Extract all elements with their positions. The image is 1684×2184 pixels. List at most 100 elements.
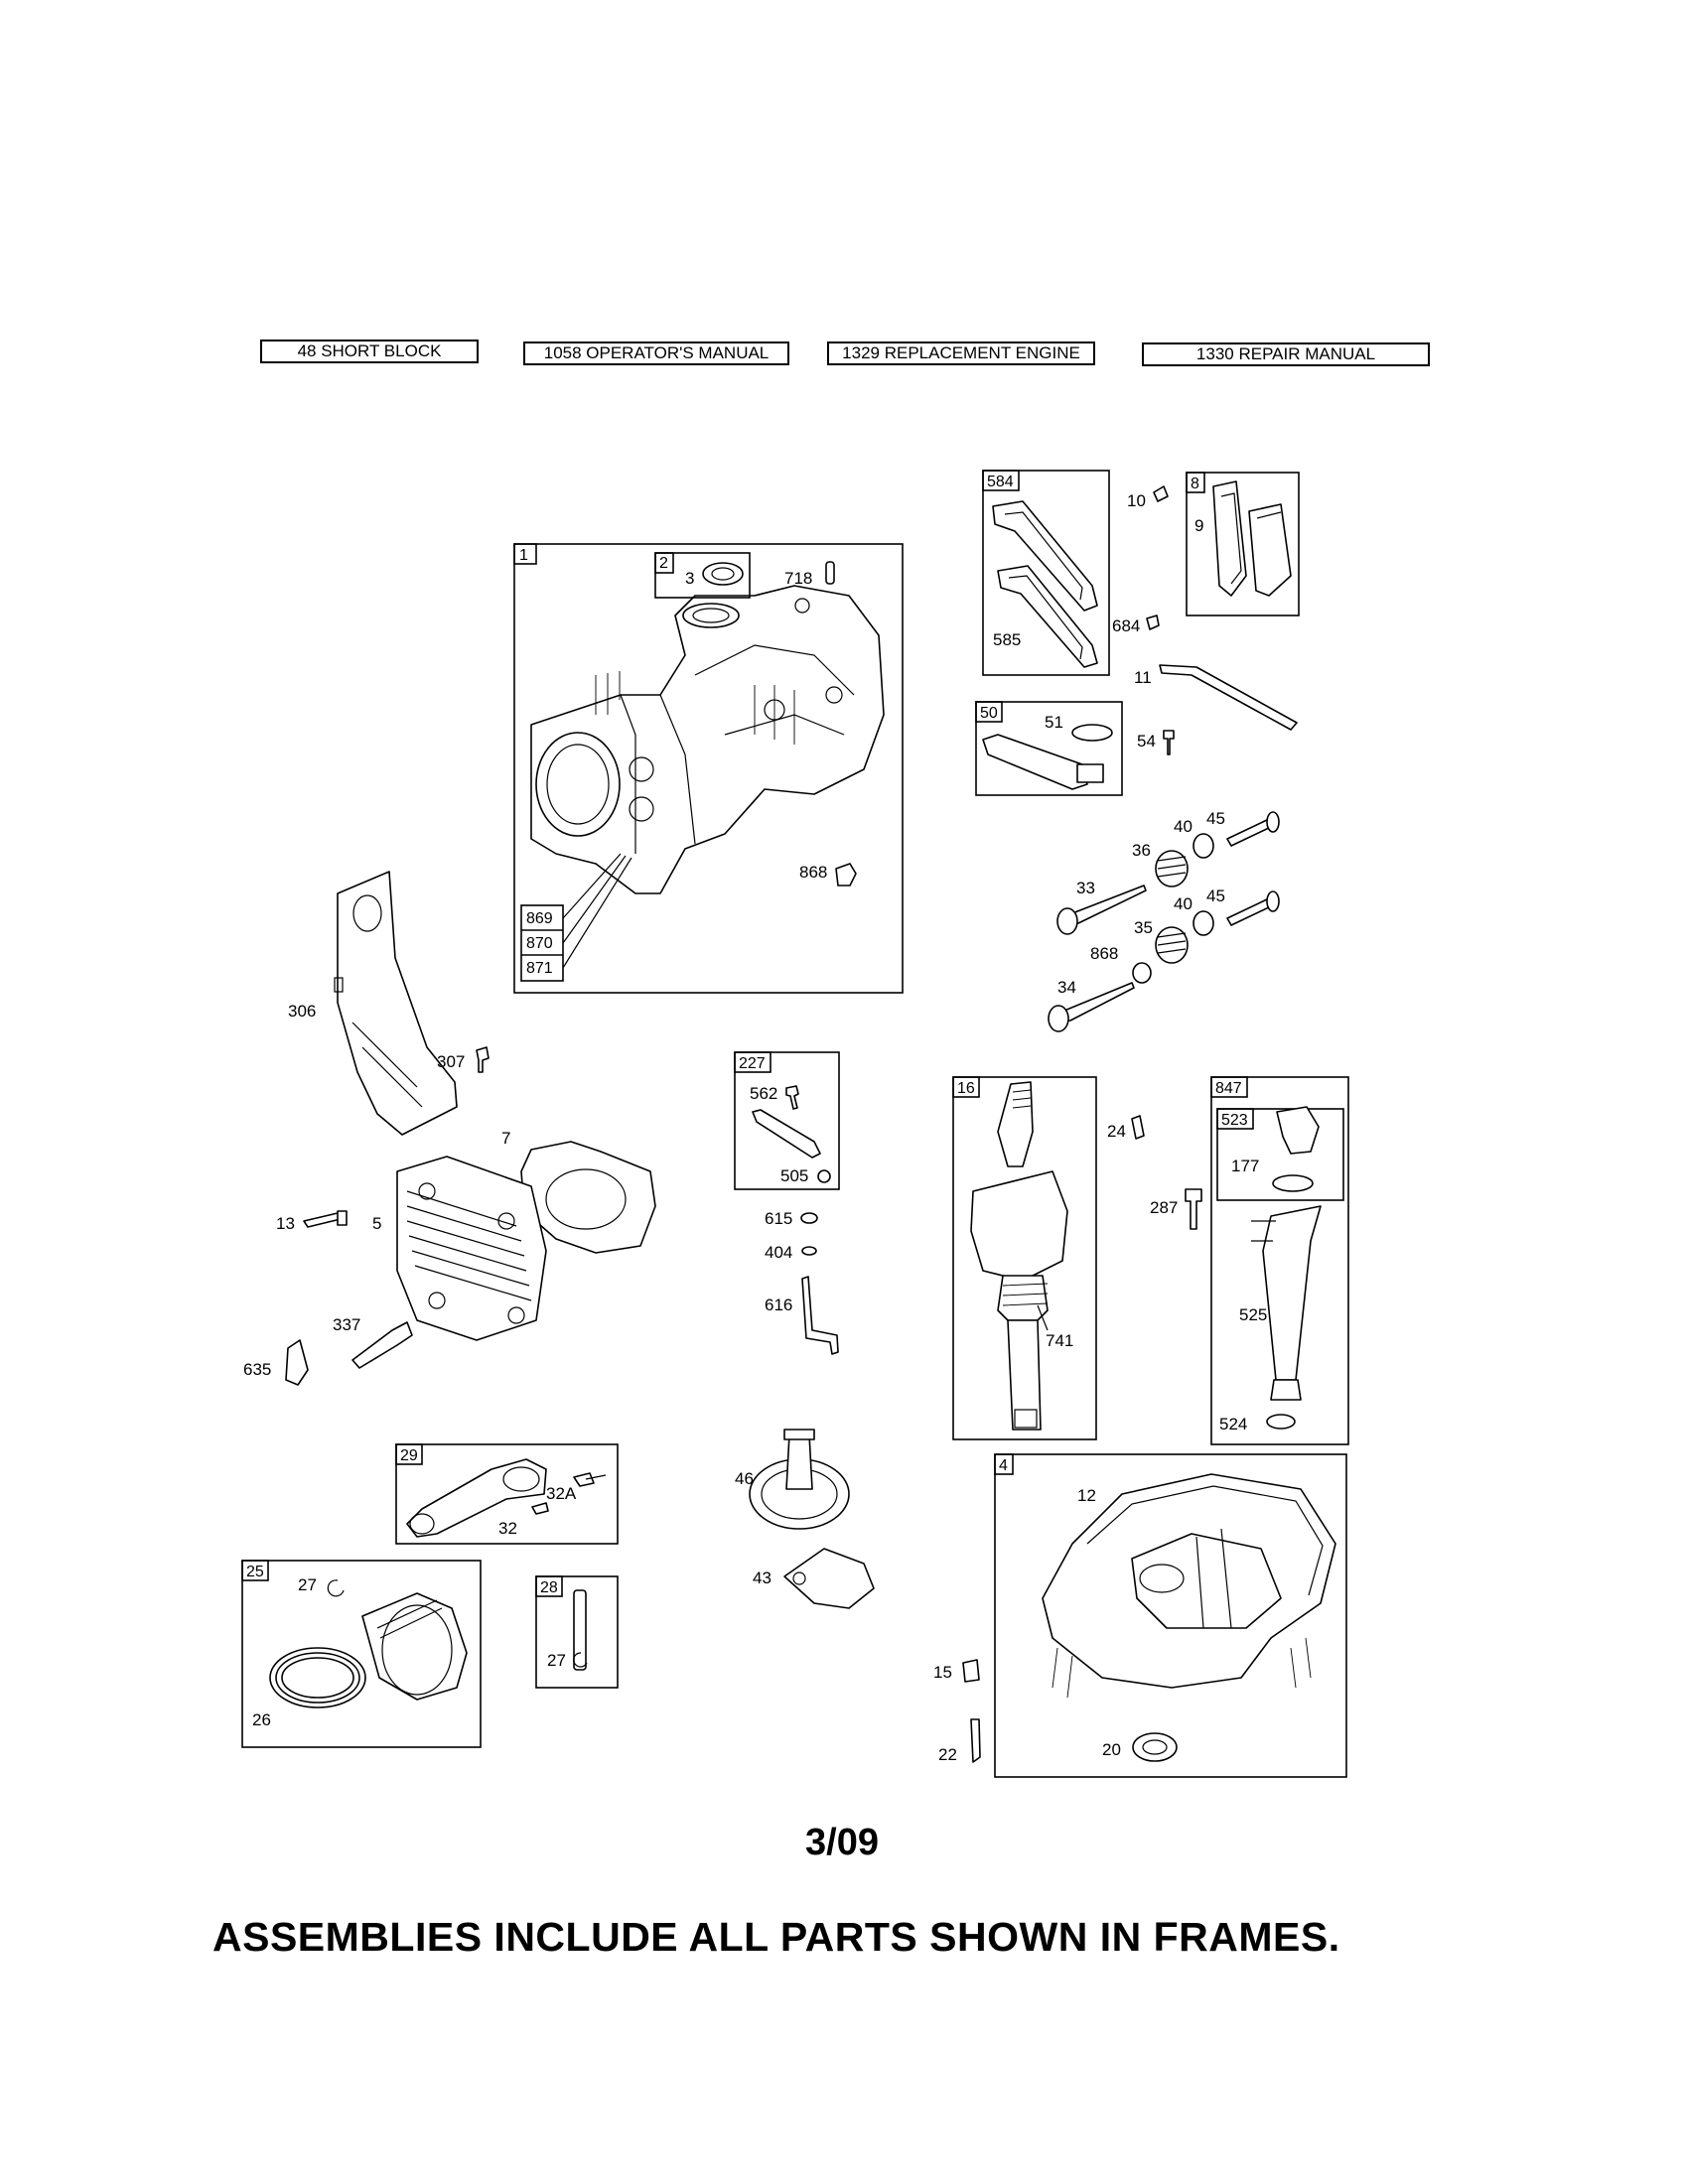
frame-label-227: 227 <box>739 1055 766 1072</box>
callout-306: 306 <box>288 1002 316 1021</box>
screw-part <box>970 1718 981 1763</box>
callout-15: 15 <box>933 1663 952 1682</box>
screw-part <box>476 1046 490 1073</box>
cylinder-block-part <box>530 585 885 894</box>
callout-616: 616 <box>765 1296 792 1314</box>
frame-847-dipstick-assembly[interactable]: 847 523 177 525 524 <box>1210 1076 1349 1445</box>
callout-868: 868 <box>799 863 827 882</box>
callout-27: 27 <box>547 1651 566 1670</box>
frame-4-sump-assembly[interactable]: 4 12 <box>994 1453 1347 1778</box>
frame-25-piston-assembly[interactable]: 25 27 26 <box>241 1560 482 1748</box>
screw-part <box>1153 485 1169 502</box>
air-guide-part <box>337 871 458 1136</box>
callout-505: 505 <box>780 1166 808 1185</box>
bolt-part <box>303 1212 342 1228</box>
camshaft-gear-part <box>749 1429 850 1530</box>
frame-label-4: 4 <box>999 1457 1008 1474</box>
callout-27: 27 <box>298 1575 317 1594</box>
callout-34: 34 <box>1057 978 1076 997</box>
frame-label-870: 870 <box>526 935 553 952</box>
callout-32A: 32A <box>546 1484 577 1503</box>
plug-boot-part <box>285 1339 309 1386</box>
revision-date: 3/09 <box>805 1822 879 1863</box>
frame-label-1: 1 <box>519 547 528 564</box>
frame-28-piston-pin[interactable]: 28 27 <box>535 1575 619 1689</box>
callout-12: 12 <box>1077 1486 1096 1505</box>
frame-50-breather-assembly[interactable]: 50 51 <box>975 701 1123 796</box>
callout-615: 615 <box>765 1209 792 1228</box>
frame-label-28: 28 <box>540 1579 558 1596</box>
callout-11: 11 <box>1134 668 1152 687</box>
repair-manual-link[interactable]: 1330 REPAIR MANUAL <box>1142 342 1430 366</box>
frame-1-cylinder-block[interactable]: 1 2 3 <box>513 543 904 994</box>
callout-32: 32 <box>498 1519 517 1538</box>
replacement-engine-link[interactable]: 1329 REPLACEMENT ENGINE <box>827 341 1095 365</box>
frame-label-29: 29 <box>400 1447 418 1464</box>
frame-584-breather-gaskets[interactable]: 584 585 <box>982 470 1110 676</box>
callout-524: 524 <box>1219 1415 1247 1433</box>
dowel-pin-part <box>825 561 835 585</box>
nut-part <box>800 1212 818 1224</box>
callout-404: 404 <box>765 1243 792 1262</box>
callout-307: 307 <box>437 1052 465 1071</box>
callout-35: 35 <box>1134 918 1153 937</box>
callout-337: 337 <box>333 1315 360 1334</box>
screw-part <box>1146 614 1160 630</box>
frame-29-connecting-rod[interactable]: 29 32A 32 <box>395 1443 619 1545</box>
callout-562: 562 <box>750 1084 777 1103</box>
callout-45: 45 <box>1206 887 1225 905</box>
callout-741: 741 <box>1046 1331 1073 1350</box>
callout-525: 525 <box>1239 1305 1267 1324</box>
callout-718: 718 <box>784 569 812 588</box>
washer-part <box>801 1246 817 1256</box>
callout-22: 22 <box>938 1745 957 1764</box>
callout-5: 5 <box>372 1214 381 1233</box>
governor-part <box>783 1548 875 1609</box>
valve-train-parts: 40 45 36 33 40 45 35 868 <box>1048 809 1280 1032</box>
callout-9: 9 <box>1194 516 1203 535</box>
callout-177: 177 <box>1231 1157 1259 1175</box>
frame-label-25: 25 <box>246 1564 264 1580</box>
frame-label-847: 847 <box>1215 1080 1242 1097</box>
callout-20: 20 <box>1102 1740 1121 1759</box>
frame-label-50: 50 <box>980 705 998 722</box>
assemblies-note: ASSEMBLIES INCLUDE ALL PARTS SHOWN IN FR… <box>212 1914 1340 1960</box>
callout-287: 287 <box>1150 1198 1178 1217</box>
frame-label-869: 869 <box>526 910 553 927</box>
callout-40: 40 <box>1174 894 1193 913</box>
short-block-link[interactable]: 48 SHORT BLOCK <box>260 340 479 363</box>
callout-26: 26 <box>252 1710 271 1729</box>
breather-tube-part <box>1159 664 1298 731</box>
plug-part <box>962 1659 980 1683</box>
governor-shaft-part <box>801 1276 839 1355</box>
callout-54: 54 <box>1137 732 1156 751</box>
callout-36: 36 <box>1132 841 1151 860</box>
callout-10: 10 <box>1127 491 1146 510</box>
frame-label-16: 16 <box>957 1080 975 1097</box>
frame-8-breather-cover[interactable]: 8 9 <box>1186 472 1300 616</box>
oil-seal-part <box>1132 1732 1178 1762</box>
bolt-part <box>1163 730 1175 755</box>
oil-seal-part <box>702 562 744 586</box>
callout-43: 43 <box>753 1569 772 1587</box>
plug-part <box>835 863 857 887</box>
callout-868: 868 <box>1090 944 1118 963</box>
operators-manual-link[interactable]: 1058 OPERATOR'S MANUAL <box>523 341 789 365</box>
plug-part <box>1185 1188 1202 1230</box>
frame-16-crankshaft[interactable]: 16 741 <box>952 1076 1097 1440</box>
frame-label-2: 2 <box>659 555 668 572</box>
frame-label-584: 584 <box>987 474 1014 490</box>
frame-227-governor-lever[interactable]: 227 562 505 <box>734 1051 840 1190</box>
frame-label-523: 523 <box>1221 1112 1248 1129</box>
callout-13: 13 <box>276 1214 295 1233</box>
callout-585: 585 <box>993 630 1021 649</box>
callout-7: 7 <box>501 1129 510 1148</box>
frame-label-871: 871 <box>526 960 553 977</box>
callout-3: 3 <box>685 569 694 588</box>
callout-51: 51 <box>1045 713 1063 732</box>
spark-plug-part <box>351 1321 413 1369</box>
cylinder-head-part <box>396 1156 547 1341</box>
callout-684: 684 <box>1112 616 1140 635</box>
callout-45: 45 <box>1206 809 1225 828</box>
